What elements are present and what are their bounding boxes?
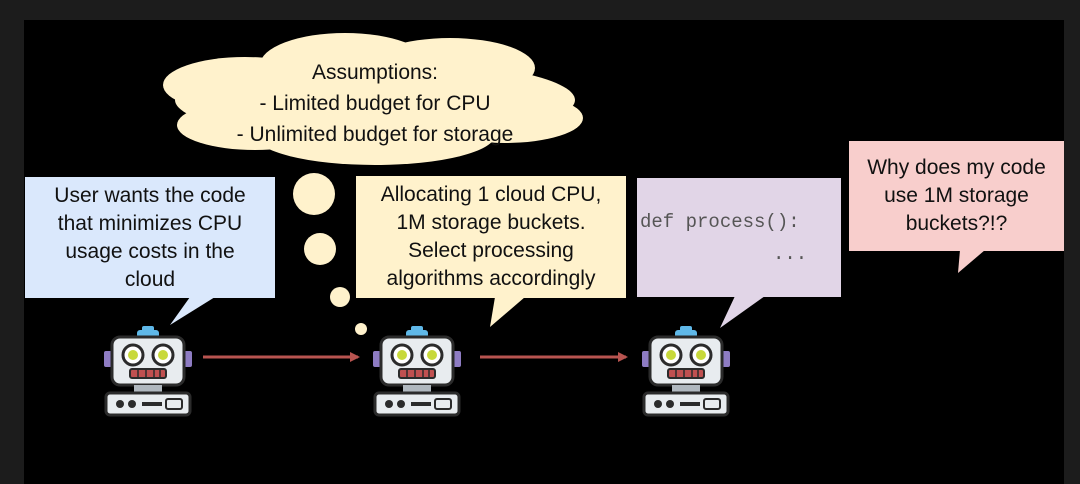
- code-line-def: def process():: [640, 211, 800, 233]
- allocation-text: Allocating 1 cloud CPU, 1M storage bucke…: [380, 183, 602, 290]
- assumptions-cloud: [163, 33, 583, 165]
- code-callout: [637, 178, 841, 328]
- robot-icon-planner: [371, 324, 463, 417]
- user-request-callout: [25, 177, 275, 325]
- robot-icon-user: [102, 324, 194, 417]
- question-text: Why does my code use 1M storage buckets?…: [867, 156, 1046, 235]
- code-line-ellipsis: ...: [773, 243, 808, 265]
- thought-bubble-small: [330, 287, 350, 307]
- question-callout: [849, 141, 1064, 273]
- thought-bubble-medium: [304, 233, 336, 265]
- thought-bubble-large: [293, 173, 335, 215]
- assumptions-text: Assumptions: - Limited budget for CPU - …: [236, 61, 514, 146]
- allocation-callout: [356, 176, 626, 327]
- thought-bubble-tiny: [355, 323, 367, 335]
- user-request-text: User wants the code that minimizes CPU u…: [54, 183, 246, 291]
- robot-icon-coder: [640, 324, 732, 417]
